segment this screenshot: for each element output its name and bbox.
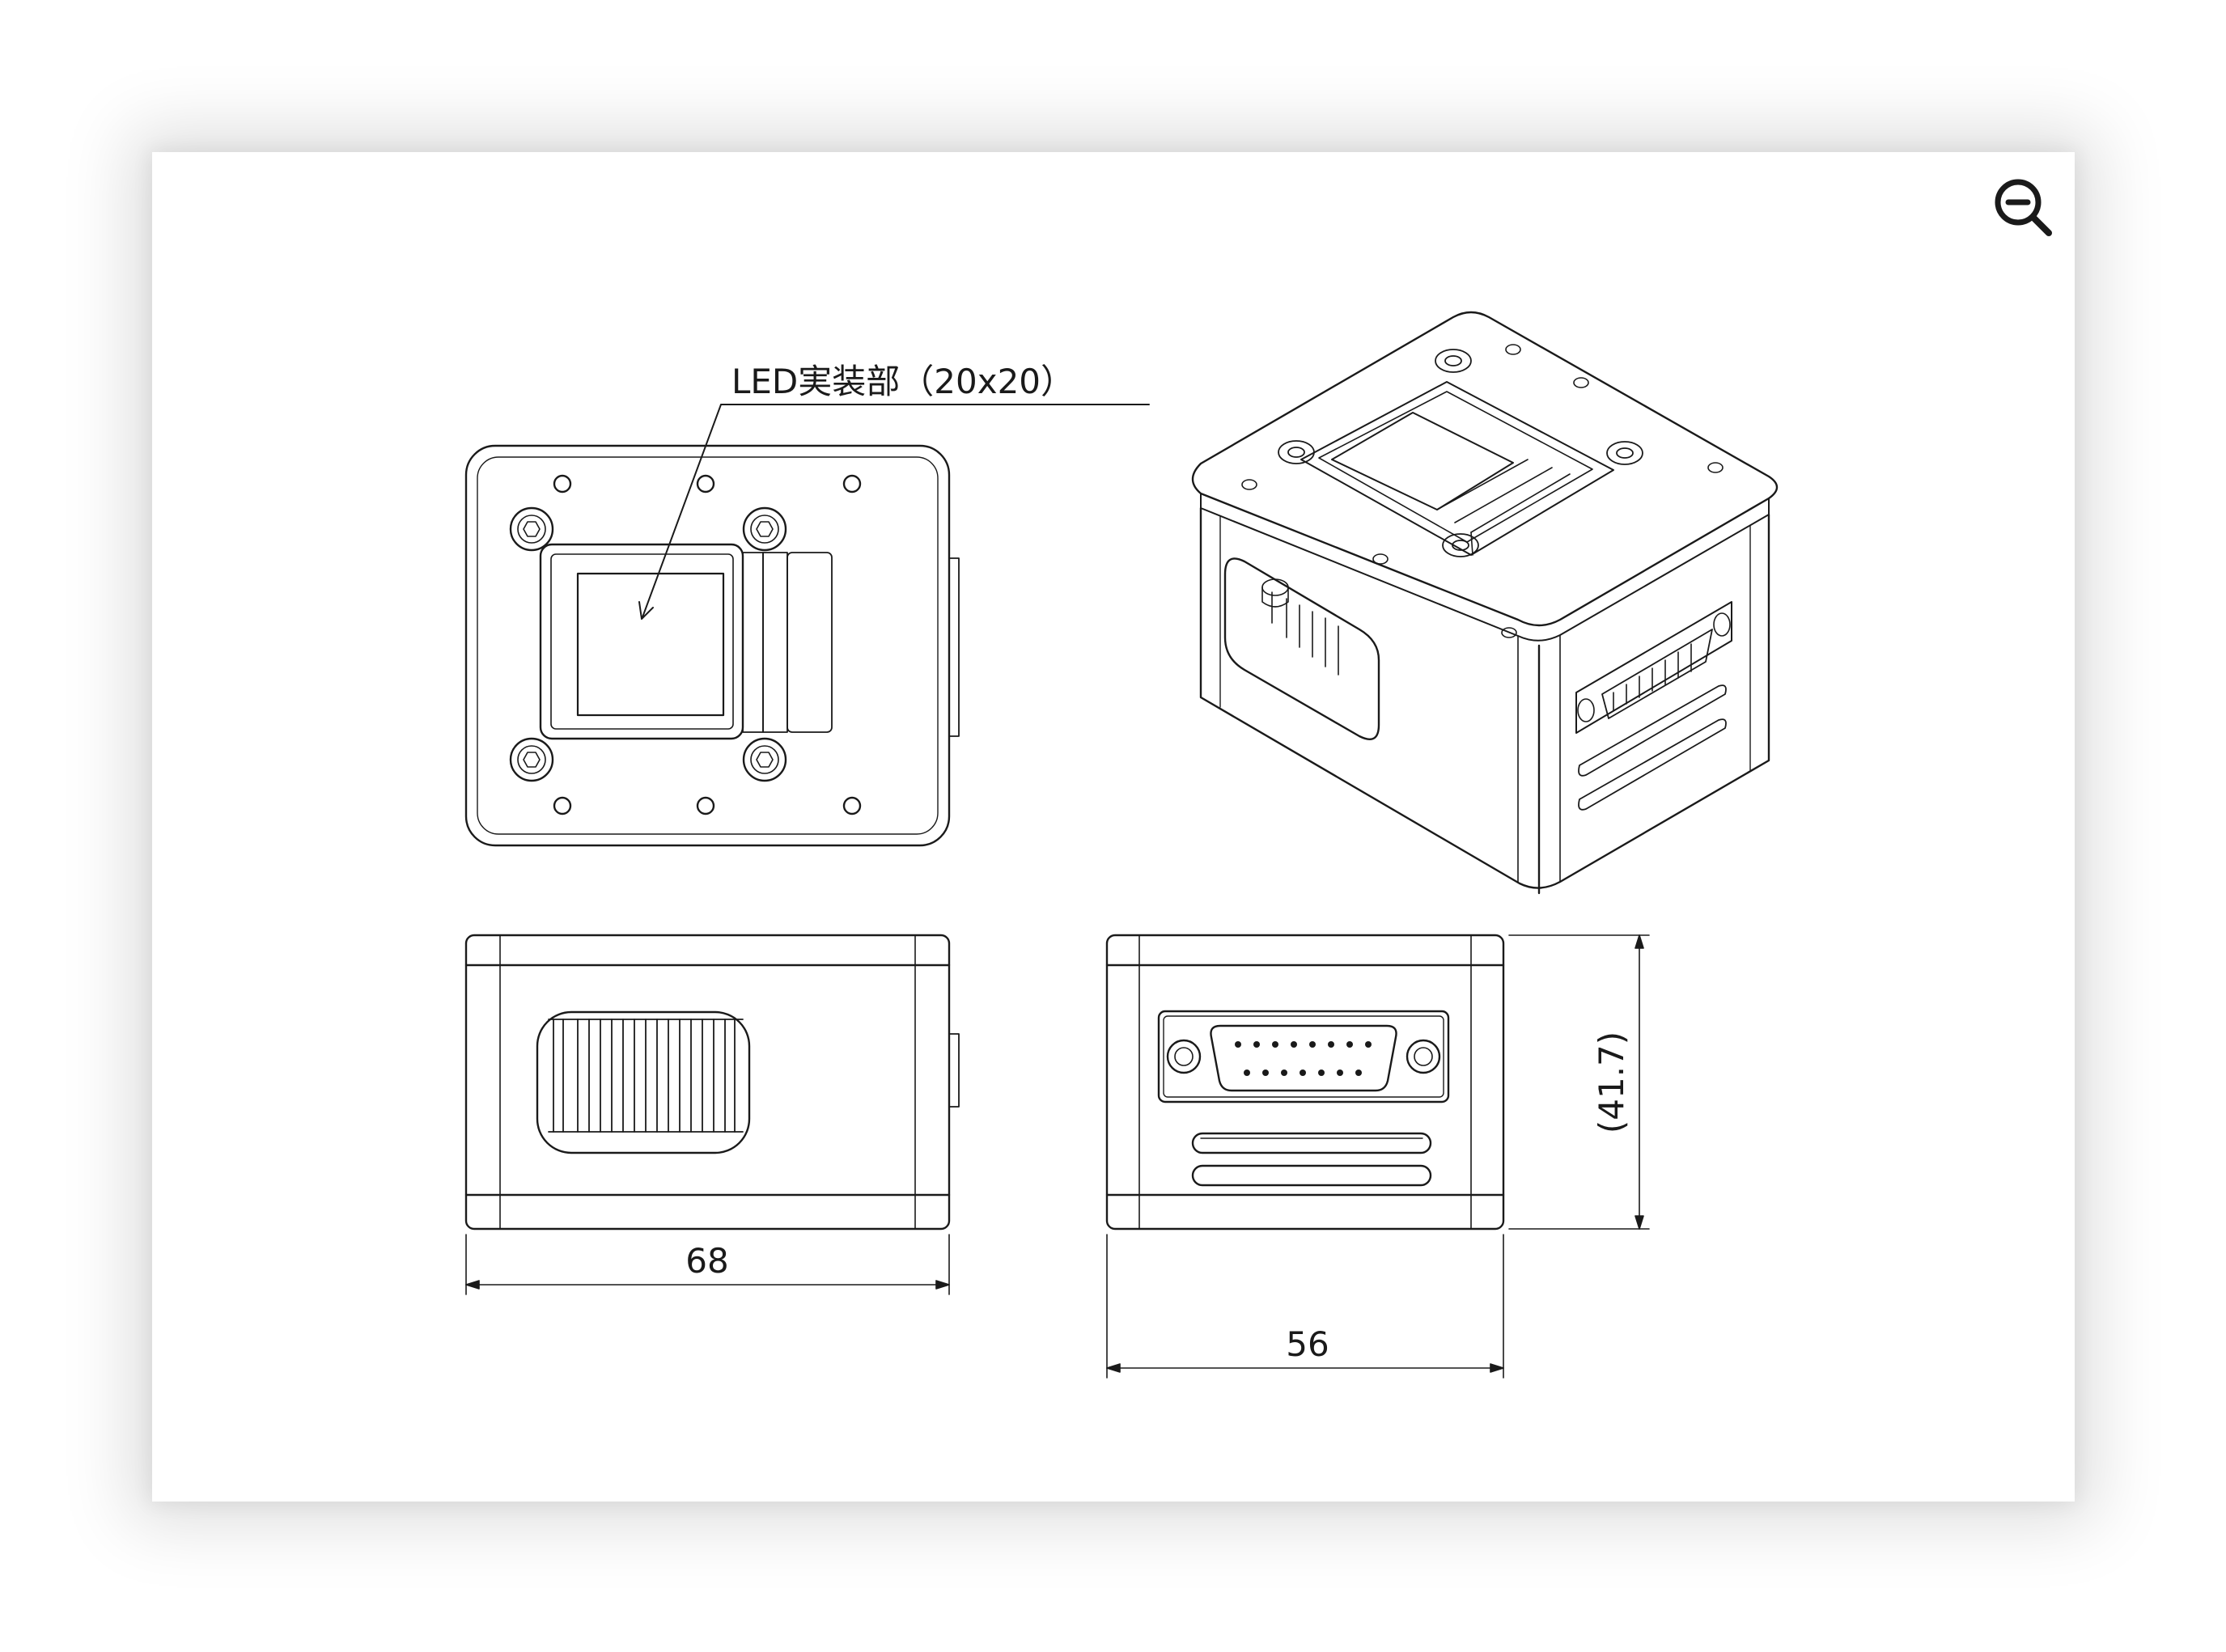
vent-slot xyxy=(1191,1164,1432,1187)
callout-leader xyxy=(642,404,1150,618)
zoom-out-button[interactable] xyxy=(1989,173,2057,241)
iso-small-holes xyxy=(1241,344,1724,638)
drawing-viewer-card: LED実装部（20x20） xyxy=(152,152,2075,1502)
technical-drawing: LED実装部（20x20） xyxy=(464,311,1779,1379)
zoom-out-magnifier-icon xyxy=(1995,179,2052,236)
front-width-dimension xyxy=(465,1234,950,1295)
heatsink-window xyxy=(536,1010,751,1154)
top-view-bolts xyxy=(509,506,787,782)
iso-led-window xyxy=(1331,412,1514,510)
side-width-label: 56 xyxy=(1286,1324,1329,1364)
dsub-connector xyxy=(1157,1010,1450,1103)
callout-label: LED実装部（20x20） xyxy=(731,362,1075,401)
iso-vent-slot xyxy=(1578,718,1727,811)
led-mount-area xyxy=(576,572,725,717)
top-view-outline xyxy=(464,444,951,847)
heatsink-fins xyxy=(548,1019,744,1133)
iso-body xyxy=(1199,506,1770,889)
side-view: 56 (41.7) xyxy=(1105,934,1650,1379)
iso-bolts xyxy=(1278,349,1643,557)
side-height-label: (41.7) xyxy=(1592,1031,1631,1133)
dsub-pins xyxy=(1235,1041,1372,1076)
iso-heatsink-window xyxy=(1223,557,1380,740)
top-view: LED実装部（20x20） xyxy=(464,362,1150,847)
side-width-dimension xyxy=(1106,1234,1504,1379)
side-view-outline xyxy=(1105,934,1505,1231)
isometric-view xyxy=(1191,311,1779,895)
iso-dsub-connector xyxy=(1575,601,1732,734)
iso-heatsink-fins xyxy=(1261,578,1339,676)
side-height-dimension xyxy=(1508,934,1650,1230)
vent-slot xyxy=(1191,1132,1432,1154)
front-view: 68 xyxy=(464,934,960,1295)
iso-top-face xyxy=(1191,311,1779,627)
iso-led-plate xyxy=(1300,381,1614,556)
iso-vent-slot xyxy=(1578,684,1727,777)
top-view-small-holes xyxy=(553,474,862,815)
front-view-outline xyxy=(464,934,951,1231)
front-width-label: 68 xyxy=(685,1241,728,1281)
